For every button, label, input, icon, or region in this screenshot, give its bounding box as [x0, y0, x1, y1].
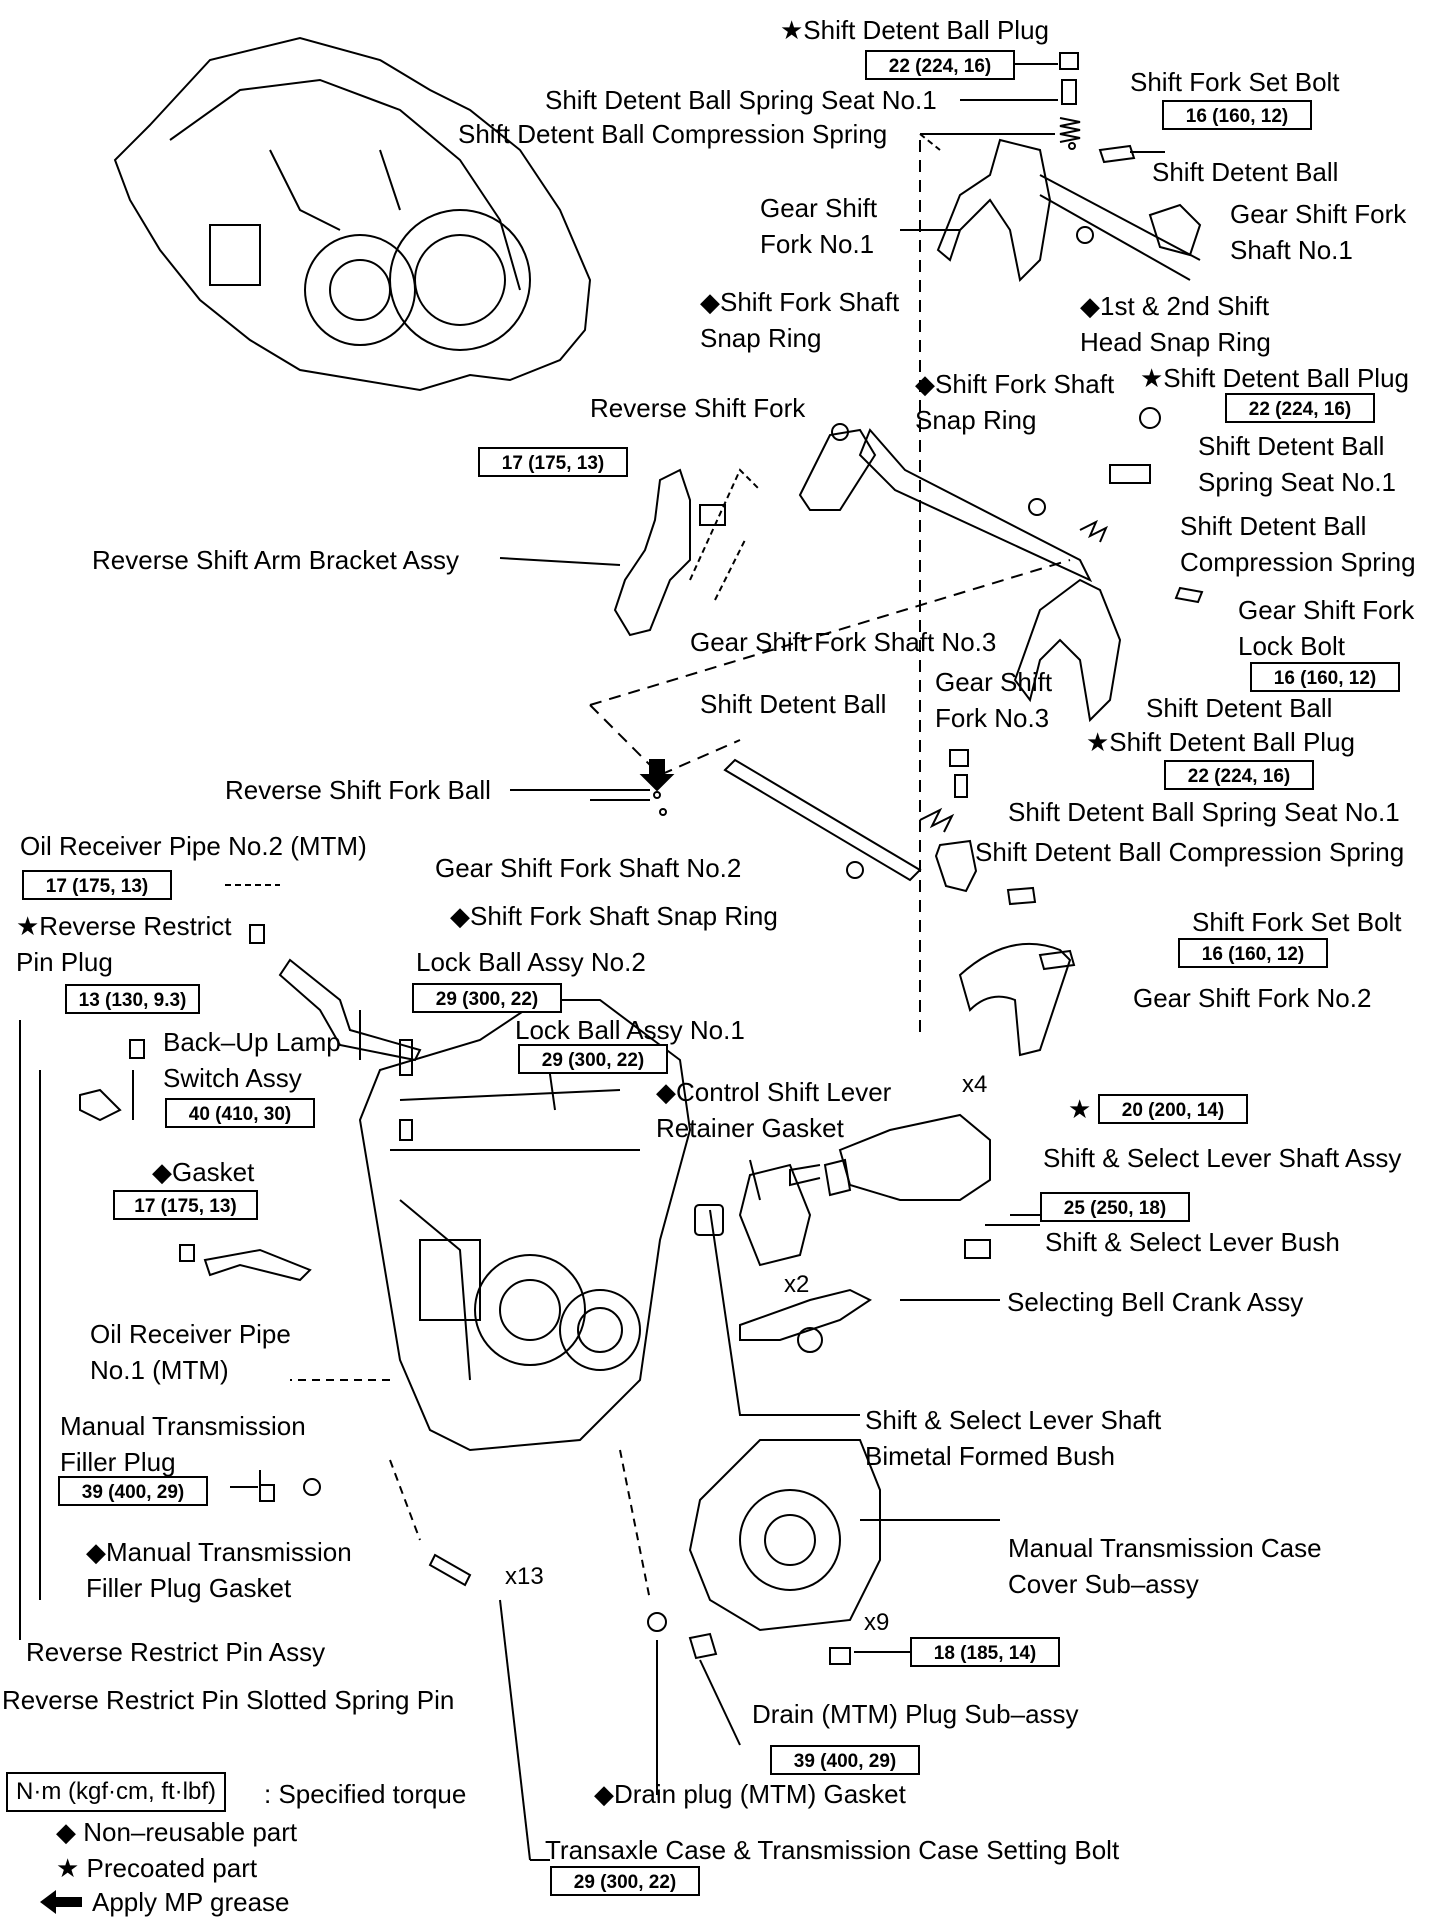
- label-snap-ring-a: ◆Shift Fork Shaft Snap Ring: [700, 287, 900, 353]
- torque-restrict-plug: 13 (130, 9.3): [65, 984, 200, 1014]
- label-drain-plug: Drain (MTM) Plug Sub–assy: [752, 1699, 1079, 1729]
- label-rev-arm-bracket: Reverse Shift Arm Bracket Assy: [92, 545, 460, 575]
- legend-torque-unit: N·m (kgf·cm, ft·lbf): [6, 1772, 226, 1812]
- left-parts-drawing: [20, 925, 420, 1640]
- label-spring-seat-top: Shift Detent Ball Spring Seat No.1: [545, 85, 937, 115]
- bottom-parts-drawing: [290, 1380, 910, 1860]
- label-detent-plug-low: ★Shift Detent Ball Plug: [1086, 727, 1356, 757]
- multiplier-bell-crank: x2: [784, 1271, 810, 1298]
- gear-shift-fork1-drawing: [900, 140, 1200, 280]
- label-bimetal-bush: Shift & Select Lever Shaft Bimetal Forme…: [865, 1405, 1162, 1471]
- label-fork-shaft3: Gear Shift Fork Shaft No.3: [690, 627, 997, 657]
- label-detent-ball-top: Shift Detent Ball: [1152, 157, 1339, 187]
- torque-oil-pipe1: 17 (175, 13): [113, 1190, 258, 1220]
- label-filler-gasket: ◆Manual Transmission Filler Plug Gasket: [86, 1537, 352, 1603]
- torque-rev-bracket: 17 (175, 13): [478, 447, 628, 477]
- multiplier-cover-bolts: x9: [864, 1609, 890, 1636]
- label-reverse-fork: Reverse Shift Fork: [590, 393, 806, 423]
- case-cover-drawing: [690, 1440, 1000, 1630]
- torque-lock-ball2: 29 (300, 22): [412, 983, 562, 1013]
- label-lever-shaft: Shift & Select Lever Shaft Assy: [1043, 1143, 1402, 1173]
- shaft-no3-drawing: [800, 408, 1202, 720]
- torque-detent-plug-top: 22 (224, 16): [865, 50, 1015, 80]
- label-lock-ball1: Lock Ball Assy No.1: [515, 1015, 745, 1045]
- guide-lines: [590, 560, 1070, 775]
- grease-arrow-icon: [40, 1890, 82, 1914]
- label-gear-fork1: Gear Shift Fork No.1: [760, 193, 878, 259]
- torque-backup-lamp: 40 (410, 30): [165, 1098, 315, 1128]
- label-spring-seat-low: Shift Detent Ball Spring Seat No.1: [1008, 797, 1400, 827]
- label-fork-shaft2: Gear Shift Fork Shaft No.2: [435, 853, 742, 883]
- label-bell-crank: Selecting Bell Crank Assy: [1007, 1287, 1304, 1317]
- label-detent-plug-top: ★Shift Detent Ball Plug: [780, 15, 1050, 45]
- label-case-cover: Manual Transmission Case Cover Sub–assy: [1008, 1533, 1322, 1599]
- torque-retainer: 20 (200, 14): [1098, 1094, 1248, 1124]
- legend-nonreusable: ◆ Non–reusable part: [56, 1817, 298, 1847]
- label-spring-seat-mid: Shift Detent Ball Spring Seat No.1: [1198, 431, 1397, 497]
- label-lock-ball2: Lock Ball Assy No.2: [416, 947, 646, 977]
- torque-filler: 39 (400, 29): [58, 1476, 208, 1506]
- label-oil-pipe1: Oil Receiver Pipe No.1 (MTM): [90, 1319, 291, 1385]
- label-set-bolt-low: Shift Fork Set Bolt: [1192, 907, 1402, 937]
- label-oil-pipe2: Oil Receiver Pipe No.2 (MTM): [20, 831, 367, 861]
- torque-case-bolt: 29 (300, 22): [550, 1866, 700, 1896]
- label-lever-bush: Shift & Select Lever Bush: [1045, 1227, 1340, 1257]
- torque-set-bolt-top: 16 (160, 12): [1162, 100, 1312, 130]
- torque-lock-bolt: 16 (160, 12): [1250, 662, 1400, 692]
- label-gear-fork2: Gear Shift Fork No.2: [1133, 983, 1372, 1013]
- torque-drain: 39 (400, 29): [770, 1745, 920, 1775]
- shaft-no2-drawing: [510, 750, 1074, 1055]
- label-ctrl-gasket: ◆Control Shift Lever Retainer Gasket: [656, 1077, 892, 1143]
- top-detent-stack-drawing: [920, 53, 1165, 162]
- reverse-arm-bracket-drawing: [500, 470, 760, 635]
- label-spring-mid: Shift Detent Ball Compression Spring: [1180, 511, 1416, 577]
- label-lock-bolt: Gear Shift Fork Lock Bolt: [1238, 595, 1415, 661]
- label-spring-top: Shift Detent Ball Compression Spring: [458, 119, 888, 149]
- label-detent-ball-mid-r: Shift Detent Ball: [1146, 693, 1333, 723]
- label-detent-ball-mid-l: Shift Detent Ball: [700, 689, 887, 719]
- torque-lever-shaft: 25 (250, 18): [1040, 1192, 1190, 1222]
- torque-oil-pipe2: 17 (175, 13): [22, 870, 172, 900]
- label-rev-restrict-pin: Reverse Restrict Pin Assy: [26, 1637, 326, 1667]
- precoated-star-icon: ★: [1068, 1095, 1092, 1125]
- torque-set-bolt-low: 16 (160, 12): [1178, 938, 1328, 968]
- label-case-bolt: Transaxle Case & Transmission Case Setti…: [545, 1835, 1120, 1865]
- label-drain-gasket: ◆Drain plug (MTM) Gasket: [594, 1779, 906, 1809]
- legend-precoated: ★ Precoated part: [56, 1853, 258, 1883]
- legend-torque-desc: : Specified torque: [264, 1779, 467, 1809]
- transaxle-housing-drawing: [115, 38, 590, 390]
- label-spring-low: Shift Detent Ball Compression Spring: [975, 837, 1405, 867]
- torque-lock-ball1: 29 (300, 22): [518, 1044, 668, 1074]
- torque-detent-plug-mid: 22 (224, 16): [1225, 393, 1375, 423]
- label-snap-ring-c: ◆Shift Fork Shaft Snap Ring: [450, 901, 778, 931]
- label-rev-restrict-plug: ★Reverse Restrict Pin Plug: [16, 911, 232, 977]
- label-set-bolt-top: Shift Fork Set Bolt: [1130, 67, 1340, 97]
- multiplier-case-bolts: x13: [505, 1563, 544, 1590]
- torque-detent-plug-low: 22 (224, 16): [1164, 760, 1314, 790]
- multiplier-retainer: x4: [962, 1071, 988, 1098]
- lever-shaft-drawing: [695, 1115, 1040, 1352]
- torque-cover-bolts: 18 (185, 14): [910, 1637, 1060, 1667]
- label-slotted-pin: Reverse Restrict Pin Slotted Spring Pin: [2, 1685, 455, 1715]
- label-detent-plug-mid: ★Shift Detent Ball Plug: [1140, 363, 1410, 393]
- label-gear-fork3: Gear Shift Fork No.3: [935, 667, 1053, 733]
- label-filler-plug: Manual Transmission Filler Plug: [60, 1411, 306, 1477]
- label-head-snap-ring: ◆1st & 2nd Shift Head Snap Ring: [1080, 291, 1271, 357]
- label-backup-lamp: Back–Up Lamp Switch Assy: [163, 1027, 341, 1093]
- label-gasket: ◆Gasket: [152, 1157, 255, 1187]
- main-case-drawing: [360, 1000, 690, 1450]
- legend-grease: Apply MP grease: [92, 1887, 290, 1917]
- label-fork-shaft1: Gear Shift Fork Shaft No.1: [1230, 199, 1407, 265]
- label-rev-fork-ball: Reverse Shift Fork Ball: [225, 775, 491, 805]
- label-snap-ring-b: ◆Shift Fork Shaft Snap Ring: [915, 369, 1115, 435]
